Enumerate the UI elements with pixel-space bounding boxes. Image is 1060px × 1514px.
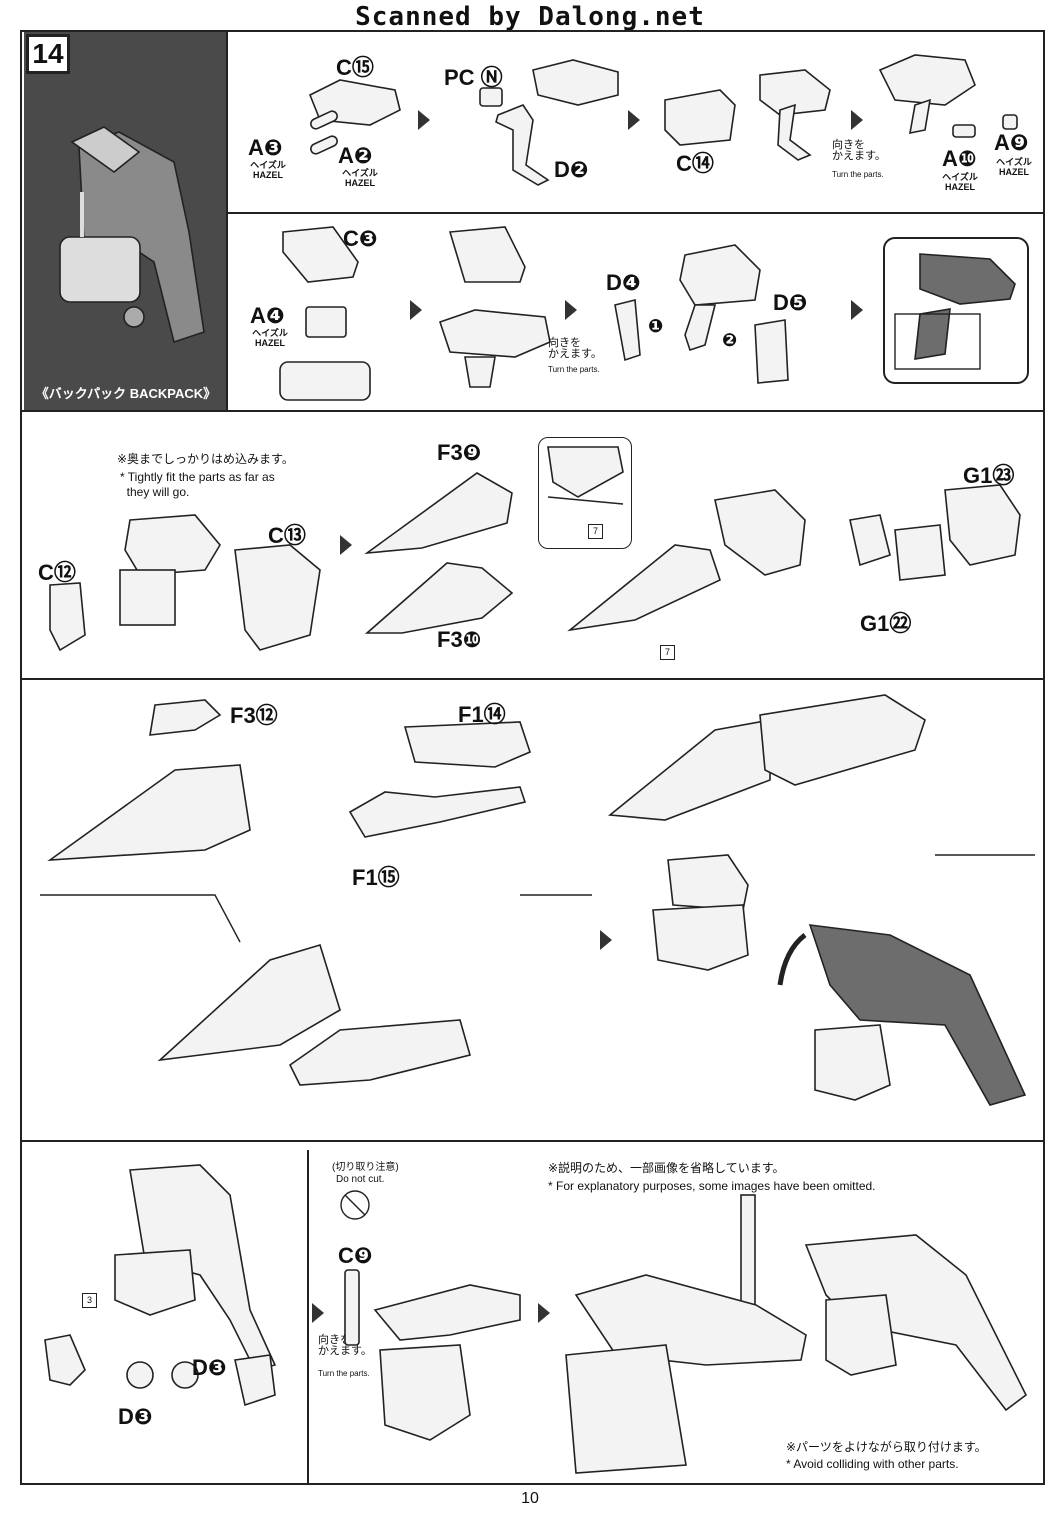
- divider: [226, 30, 228, 410]
- no-cut-note-en: Do not cut.: [336, 1174, 385, 1185]
- part-label: D❺: [773, 290, 808, 315]
- fit-note-en: * Tightly fit the parts as far as they w…: [120, 470, 275, 499]
- page-frame: [20, 30, 1045, 1485]
- section-title: 《バックパック BACKPACK》: [35, 386, 217, 401]
- part-label: F3❿: [437, 627, 482, 652]
- part-label: PC Ⓝ: [444, 65, 503, 90]
- callout-number: 3: [82, 1293, 97, 1308]
- divider: [226, 212, 1045, 214]
- step-arrow: [312, 1303, 324, 1323]
- detail-box: [538, 437, 632, 549]
- part-label: A❾: [994, 130, 1029, 155]
- part-label: A❹: [250, 303, 285, 328]
- step-arrow: [851, 300, 863, 320]
- part-label: F1⑮: [352, 865, 400, 890]
- divider: [307, 1150, 309, 1485]
- callout-number: 7: [588, 524, 603, 539]
- turn-note-en: Turn the parts.: [832, 170, 884, 179]
- part-label: A❸: [248, 135, 283, 160]
- part-label: C⑭: [676, 151, 714, 176]
- step-arrow: [600, 930, 612, 950]
- part-label: C❾: [338, 1243, 373, 1268]
- omit-note-jp: ※説明のため、一部画像を省略しています。: [548, 1161, 785, 1175]
- avoid-note-en: * Avoid colliding with other parts.: [786, 1457, 959, 1471]
- step-arrow: [565, 300, 577, 320]
- no-cut-note-jp: (切り取り注意): [332, 1162, 399, 1173]
- step-arrow: [410, 300, 422, 320]
- part-label: F1⑭: [458, 702, 506, 727]
- watermark: Scanned by Dalong.net: [355, 2, 705, 32]
- part-label: A❿: [942, 146, 977, 171]
- callout-number: 7: [660, 645, 675, 660]
- part-label: C⑬: [268, 523, 306, 548]
- order-marker: ❷: [722, 330, 738, 350]
- part-label: G1㉓: [963, 463, 1015, 488]
- part-label: D❸: [192, 1355, 227, 1380]
- part-label: F3❾: [437, 440, 482, 465]
- part-label: A❷: [338, 143, 373, 168]
- part-label: D❷: [554, 157, 589, 182]
- detail-box: [883, 237, 1029, 384]
- backpack-preview-panel: [24, 32, 226, 410]
- part-label: F3⑫: [230, 703, 278, 728]
- divider: [20, 678, 1045, 680]
- step-arrow: [418, 110, 430, 130]
- part-label: D❹: [606, 270, 641, 295]
- step-arrow: [851, 110, 863, 130]
- fit-note-jp: ※奥までしっかりはめ込みます。: [117, 452, 294, 466]
- turn-note-en: Turn the parts.: [318, 1369, 370, 1378]
- divider: [20, 410, 1045, 412]
- turn-note-en: Turn the parts.: [548, 365, 600, 374]
- step-arrow: [538, 1303, 550, 1323]
- part-label: C⑮: [336, 55, 374, 80]
- page-number: 10: [521, 1490, 539, 1507]
- step-arrow: [628, 110, 640, 130]
- step-arrow: [340, 535, 352, 555]
- step-number: 14: [26, 34, 70, 74]
- omit-note-en: * For explanatory purposes, some images …: [548, 1179, 876, 1193]
- avoid-note-jp: ※パーツをよけながら取り付けます。: [786, 1440, 987, 1454]
- part-label: G1㉒: [860, 611, 912, 636]
- part-label: C❸: [343, 226, 378, 251]
- turn-note: 向きを かえます。: [318, 1334, 372, 1357]
- turn-note: 向きを かえます。: [832, 139, 886, 162]
- turn-note: 向きを かえます。: [548, 337, 602, 360]
- order-marker: ❶: [648, 316, 664, 336]
- part-label: D❸: [118, 1404, 153, 1429]
- divider: [20, 1140, 1045, 1142]
- part-label: C⑫: [38, 560, 76, 585]
